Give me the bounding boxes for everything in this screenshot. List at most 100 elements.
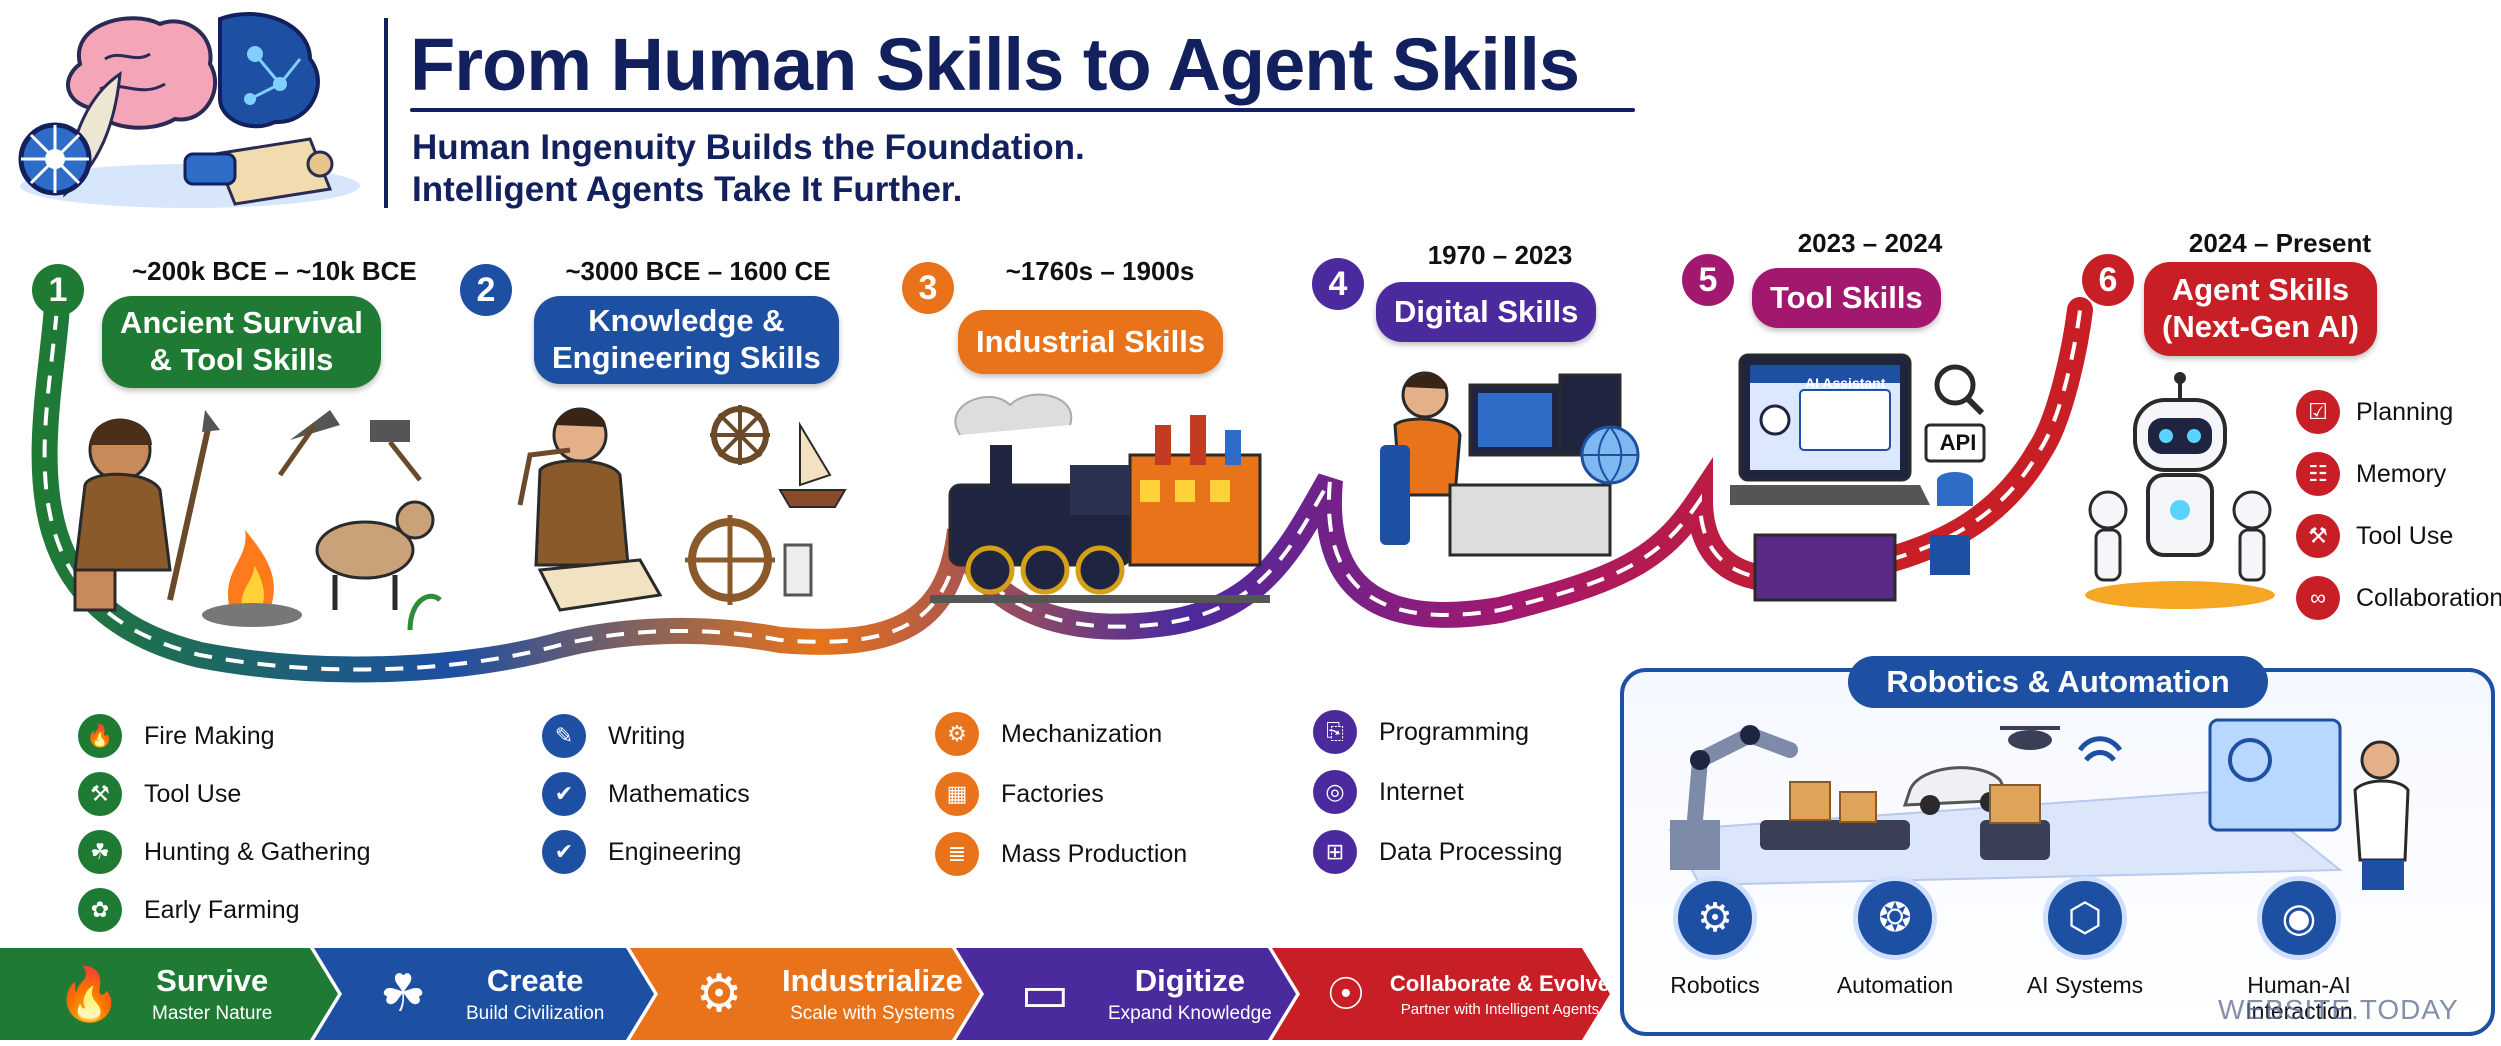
skill-item: ⚙ Mechanization bbox=[935, 712, 1187, 756]
robot-icon: ☉ bbox=[1326, 969, 1366, 1019]
era-6-illustration bbox=[2085, 372, 2275, 609]
subtitle-line-1: Human Ingenuity Builds the Foundation. bbox=[412, 128, 1085, 167]
era-1-illustration bbox=[73, 410, 442, 631]
production-icon: ≣ bbox=[935, 832, 979, 876]
era-3-illustration bbox=[930, 393, 1270, 603]
code-icon: ⎘ bbox=[1313, 710, 1357, 754]
skill-label: Hunting & Gathering bbox=[144, 837, 371, 866]
skill-label: Mathematics bbox=[608, 779, 750, 808]
header-divider bbox=[384, 18, 388, 208]
era-5-title: Tool Skills bbox=[1752, 268, 1941, 328]
subtitle-line-2: Intelligent Agents Take It Further. bbox=[412, 170, 963, 209]
era-3-date: ~1760s – 1900s bbox=[1005, 256, 1195, 286]
era-6-title: Agent Skills (Next-Gen AI) bbox=[2144, 262, 2377, 356]
era-2-skills: ✎ Writing ✔ Mathematics ✔ Engineering bbox=[542, 714, 750, 874]
era-2-title-line2: Engineering Skills bbox=[552, 340, 821, 375]
skill-label: Internet bbox=[1379, 777, 1464, 806]
robot-arm-icon: ⚙ bbox=[1673, 876, 1757, 960]
banner-subtitle: Partner with Intelligent Agents bbox=[1400, 1000, 1600, 1018]
era-6-skills: ☑ Planning ☷ Memory ⚒ Tool Use ∞ Collabo… bbox=[2296, 390, 2501, 620]
banner-title: Create bbox=[486, 963, 584, 998]
banner-survive: 🔥 Survive Master Nature bbox=[0, 948, 338, 1040]
era-2-number: 2 bbox=[460, 264, 512, 316]
era-2-illustration bbox=[517, 405, 847, 612]
robotics-item-label-2: Interaction bbox=[2245, 998, 2353, 1025]
fire-icon: 🔥 bbox=[56, 965, 122, 1024]
era-3-number: 3 bbox=[902, 262, 954, 314]
skill-item: ≣ Mass Production bbox=[935, 832, 1187, 876]
robotics-item-label: Human-AI bbox=[2247, 972, 2351, 998]
skill-label: Mechanization bbox=[1001, 719, 1163, 748]
era-6-title-line2: (Next-Gen AI) bbox=[2162, 309, 2359, 344]
era-4-skills: ⎘ Programming ◎ Internet ⊞ Data Processi… bbox=[1313, 710, 1562, 874]
era-2-title-line1: Knowledge & bbox=[588, 303, 785, 339]
factory-icon: ▦ bbox=[935, 772, 979, 816]
monitor-icon: ▭ bbox=[1020, 965, 1070, 1023]
era-4-illustration bbox=[1380, 371, 1640, 557]
skill-label: Mass Production bbox=[1001, 839, 1188, 868]
era-6-date: 2024 – Present bbox=[2188, 228, 2372, 258]
globe-icon: ◎ bbox=[1313, 770, 1357, 814]
leaf-icon: ☘ bbox=[78, 830, 122, 874]
skill-label: Memory bbox=[2356, 459, 2447, 488]
skill-item: ⚒ Tool Use bbox=[2296, 514, 2501, 558]
skill-label: Early Farming bbox=[144, 895, 300, 924]
robotics-item: ◉ Human-AI Interaction bbox=[2214, 876, 2384, 1025]
skill-item: ☘ Hunting & Gathering bbox=[78, 830, 371, 874]
era-5-number: 5 bbox=[1682, 254, 1734, 306]
banner-subtitle: Expand Knowledge bbox=[1108, 1003, 1272, 1024]
skill-item: ✿ Early Farming bbox=[78, 888, 371, 932]
banner-title: Survive bbox=[156, 963, 269, 998]
era-1-number: 1 bbox=[32, 264, 84, 316]
era-4-date: 1970 – 2023 bbox=[1427, 240, 1573, 270]
era-4-number: 4 bbox=[1312, 258, 1364, 310]
leaf-icon: ☘ bbox=[379, 965, 427, 1023]
robotics-item: ⚙ Robotics bbox=[1630, 876, 1800, 998]
skill-item: ▦ Factories bbox=[935, 772, 1187, 816]
gear-icon: ❂ bbox=[1853, 876, 1937, 960]
era-5-screen-label: AI Assistant bbox=[1805, 375, 1886, 391]
skill-item: ✔ Mathematics bbox=[542, 772, 750, 816]
banner-digitize: ▭ Digitize Expand Knowledge bbox=[956, 948, 1296, 1040]
skill-label: Engineering bbox=[608, 837, 742, 866]
era-3-skills: ⚙ Mechanization ▦ Factories ≣ Mass Produ… bbox=[935, 712, 1187, 876]
skill-item: ☷ Memory bbox=[2296, 452, 2501, 496]
gear-icon: ⚙ bbox=[935, 712, 979, 756]
skill-item: 🔥 Fire Making bbox=[78, 714, 371, 758]
skill-item: ◎ Internet bbox=[1313, 770, 1562, 814]
planning-icon: ☑ bbox=[2296, 390, 2340, 434]
era-1-date: ~200k BCE – ~10k BCE bbox=[132, 256, 417, 286]
era-4-title: Digital Skills bbox=[1376, 282, 1597, 342]
era-3-title: Industrial Skills bbox=[958, 310, 1224, 374]
banner-title: Industrialize bbox=[782, 963, 963, 998]
banner-title: Collaborate & Evolve bbox=[1389, 970, 1610, 996]
human-ai-icon: ◉ bbox=[2257, 876, 2341, 960]
skill-label: Collaboration bbox=[2356, 583, 2501, 612]
era-6-number: 6 bbox=[2082, 254, 2134, 306]
skill-item: ⚒ Tool Use bbox=[78, 772, 371, 816]
wrench-icon: ⚒ bbox=[2296, 514, 2340, 558]
skill-label: Programming bbox=[1379, 717, 1530, 746]
robotics-item-label: AI Systems bbox=[2026, 972, 2144, 998]
tools-icon: ⚒ bbox=[78, 772, 122, 816]
era-5-illustration bbox=[1730, 353, 1986, 602]
banner-subtitle: Build Civilization bbox=[466, 1003, 605, 1024]
era-5-api-label: API bbox=[1939, 430, 1977, 455]
collaboration-icon: ∞ bbox=[2296, 576, 2340, 620]
robotics-scene-illustration bbox=[1668, 718, 2410, 890]
era-1-title-line2: & Tool Skills bbox=[149, 342, 334, 377]
robotics-item: ⬡ AI Systems bbox=[2000, 876, 2170, 998]
skill-label: Tool Use bbox=[144, 779, 242, 808]
robotics-item-label: Robotics bbox=[1670, 972, 1760, 998]
skill-item: ∞ Collaboration bbox=[2296, 576, 2501, 620]
skill-item: ⊞ Data Processing bbox=[1313, 830, 1562, 874]
data-icon: ⊞ bbox=[1313, 830, 1357, 874]
era-5-date: 2023 – 2024 bbox=[1797, 228, 1943, 258]
title-underline bbox=[410, 108, 1635, 112]
gear-icon: ⚙ bbox=[695, 965, 743, 1023]
era-2-title: Knowledge & Engineering Skills bbox=[534, 296, 839, 384]
robotics-item-label: Automation bbox=[1836, 972, 1954, 998]
banner-title: Digitize bbox=[1134, 963, 1245, 998]
era-1-skills: 🔥 Fire Making ⚒ Tool Use ☘ Hunting & Gat… bbox=[78, 714, 371, 932]
sprout-icon: ✿ bbox=[78, 888, 122, 932]
